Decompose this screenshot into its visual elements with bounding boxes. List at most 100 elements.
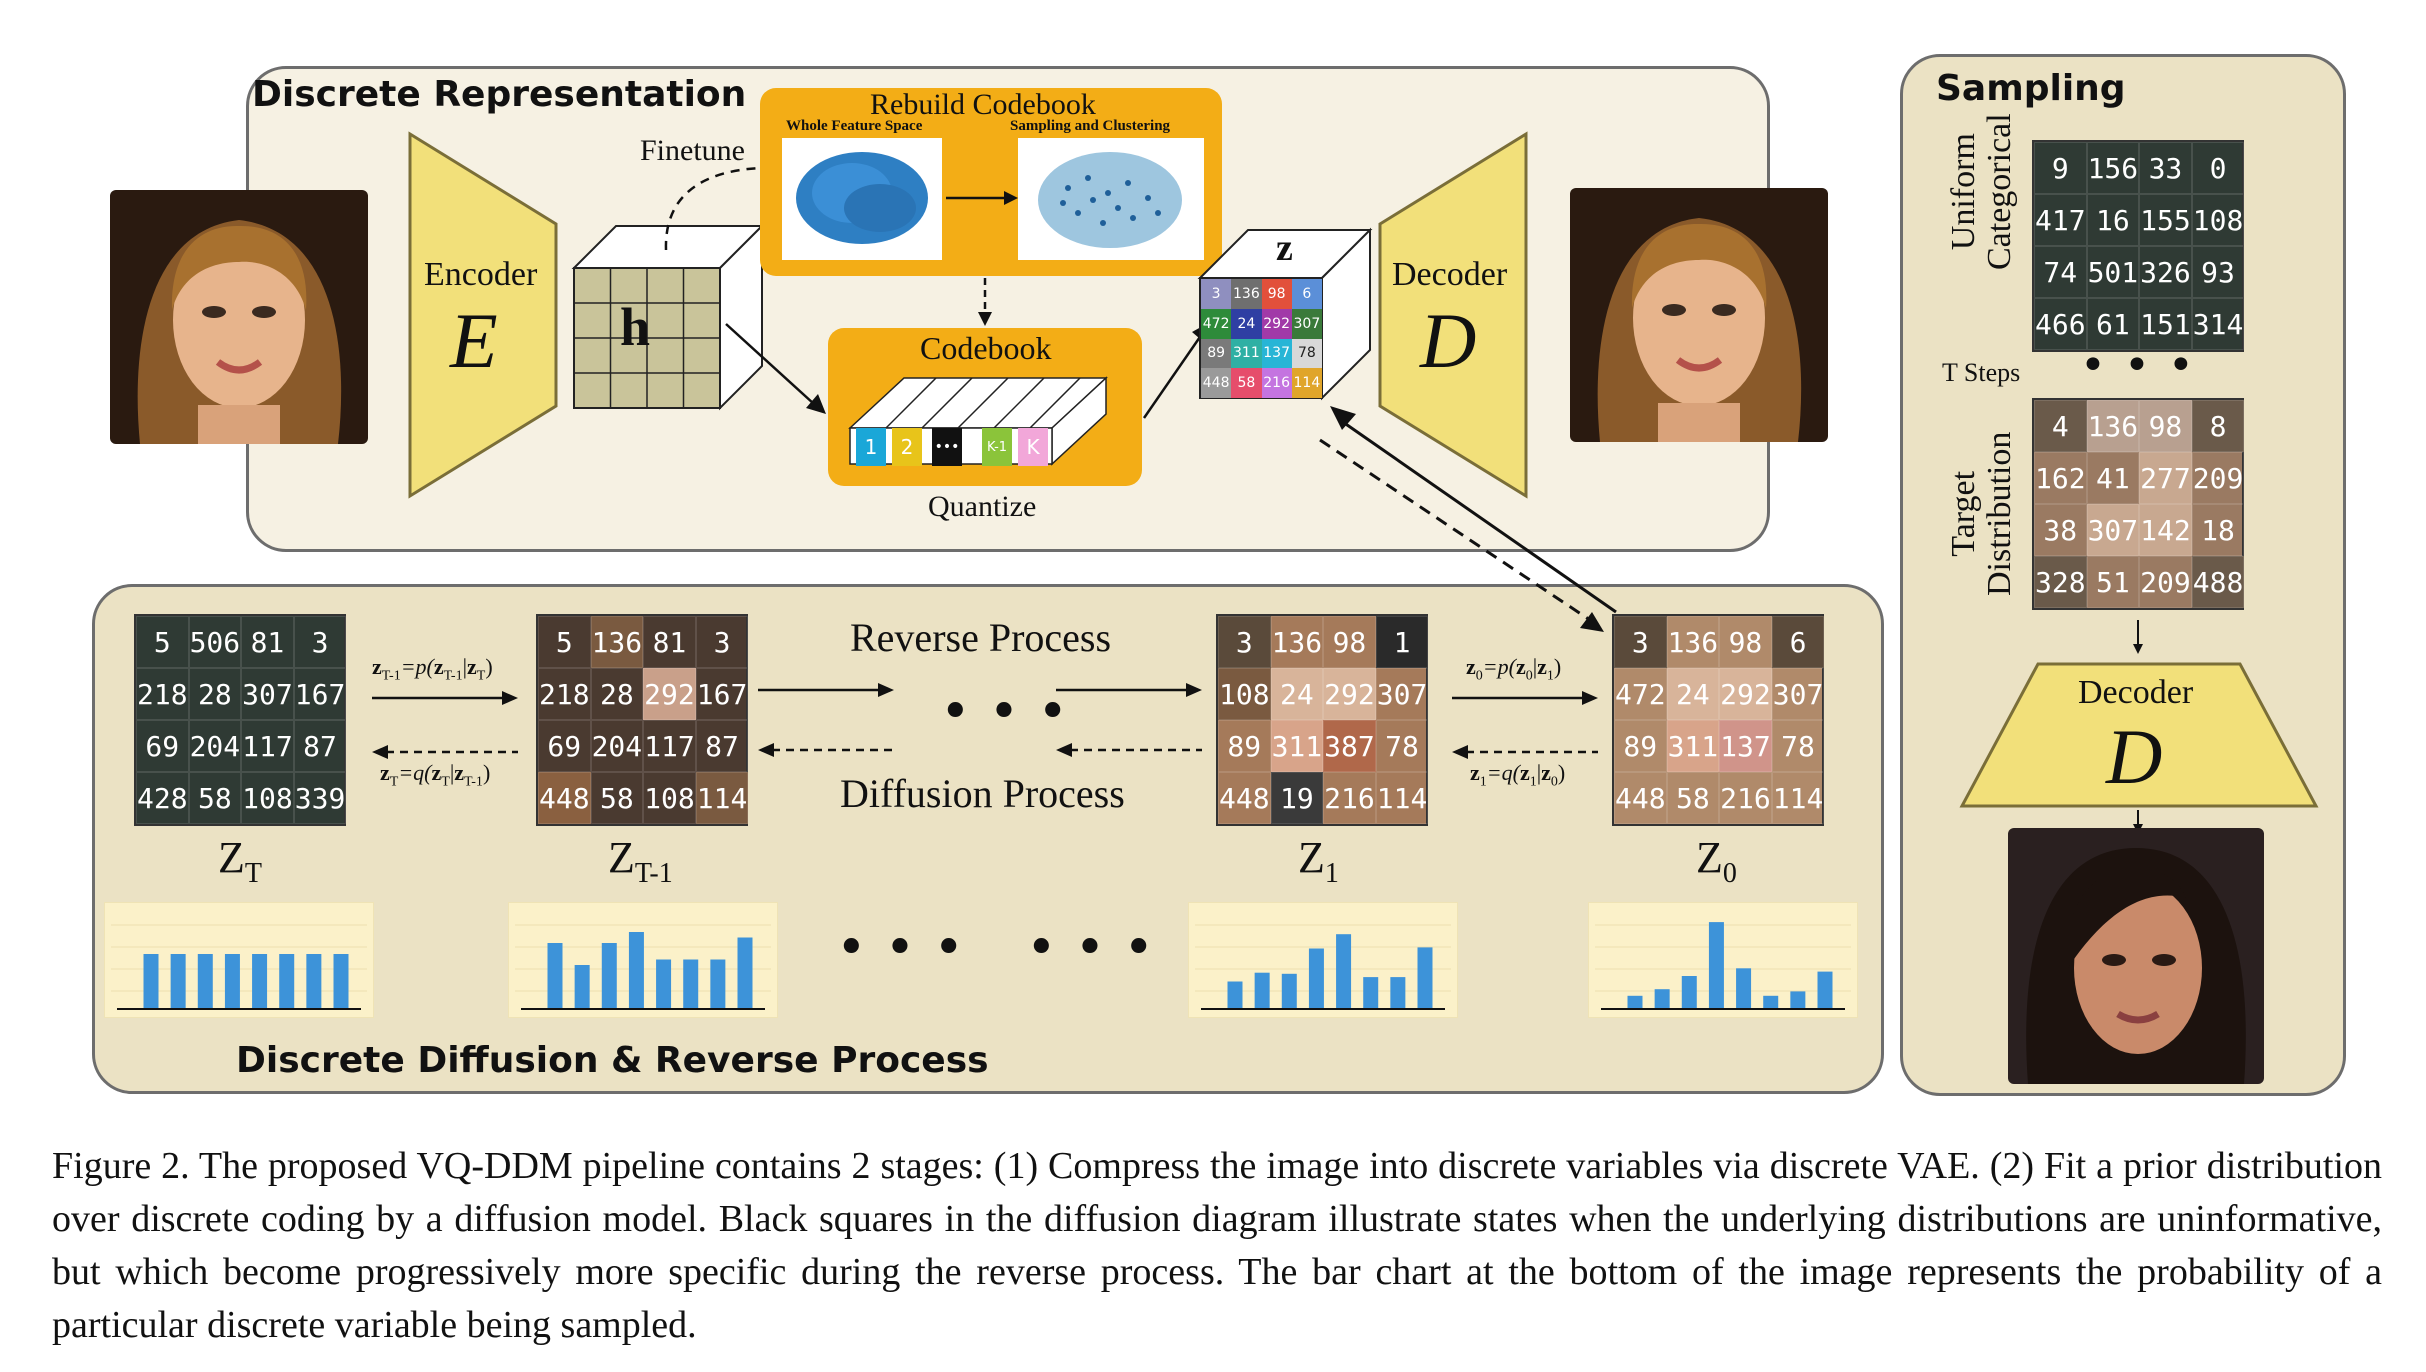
grid-cell: 69 <box>136 720 189 772</box>
grid-cell: 277 <box>2139 452 2192 504</box>
z-cell: 292 <box>1261 308 1292 339</box>
eq-r2-b: z <box>1537 654 1547 679</box>
probability-bar <box>1308 948 1324 1009</box>
arrow-diffusion-2 <box>1452 745 1598 759</box>
grid-cell: 108 <box>241 772 294 824</box>
arrow-diffusion-1 <box>372 745 518 759</box>
grid-cell: 93 <box>2191 246 2245 298</box>
diffusion-process-label: Diffusion Process <box>840 771 1125 816</box>
finetune-arrow <box>664 160 770 251</box>
equation-diffusion-2: z1=q(z1|z0) <box>1470 760 1565 790</box>
grid-cell: 0 <box>2191 142 2245 194</box>
sampling-title: Sampling <box>1936 68 2126 109</box>
probability-bar <box>683 959 699 1009</box>
target-to-decoder-arrow <box>2133 620 2143 654</box>
probability-bar <box>1654 989 1670 1009</box>
grid-cell: 142 <box>2139 504 2192 556</box>
probability-bar <box>1763 995 1779 1009</box>
z-0-label-sub: 0 <box>1722 857 1737 889</box>
z-cell: 78 <box>1291 338 1322 369</box>
probability-bar <box>306 954 322 1009</box>
rebuild-codebook-title: Rebuild Codebook <box>870 88 1096 121</box>
probability-bar <box>252 954 268 1009</box>
grid-cell: 314 <box>2191 298 2245 350</box>
codebook-token-1: 1 <box>856 428 886 466</box>
z-t-1-label-main: Z <box>608 833 635 882</box>
grid-cell: 98 <box>2139 400 2192 452</box>
grid-cell: 117 <box>643 720 696 772</box>
eq-r1-b-sub: T <box>476 668 486 684</box>
eq-r1-a: z <box>433 654 444 679</box>
probability-bar <box>628 932 644 1009</box>
grid-cell: 117 <box>241 720 294 772</box>
z-t-label-main: Z <box>218 833 245 882</box>
decoder-symbol: D <box>1420 297 1477 384</box>
sampling-clustering-scatter <box>1018 138 1204 260</box>
probability-bar <box>737 937 753 1009</box>
grid-cell: 488 <box>2191 556 2245 608</box>
z-cell: 311 <box>1231 338 1262 369</box>
grid-cell: 136 <box>1270 616 1324 668</box>
grid-cell: 428 <box>136 772 189 824</box>
uniform-categorical-label: Uniform Categorical <box>1945 113 2018 270</box>
grid-cell: 209 <box>2191 452 2245 504</box>
z-1-grid: 3 136 98 1 108 24 292 307 89 311 387 78 … <box>1216 614 1429 826</box>
grid-cell: 307 <box>1771 668 1825 720</box>
grid-cell: 292 <box>1323 668 1376 720</box>
grid-cell: 307 <box>1375 668 1429 720</box>
grid-cell: 216 <box>1719 772 1772 824</box>
grid-cell: 136 <box>590 616 644 668</box>
grid-cell: 3 <box>293 616 347 668</box>
h-symbol: h <box>620 297 651 357</box>
grid-cell: 292 <box>1719 668 1772 720</box>
grid-cell: 28 <box>188 668 242 720</box>
grid-cell: 18 <box>2191 504 2245 556</box>
grid-cell: 3 <box>1218 616 1271 668</box>
grid-cell: 16 <box>2086 194 2140 246</box>
probability-bar <box>1254 972 1270 1009</box>
grid-cell: 167 <box>695 668 749 720</box>
eq-d1-a: z <box>431 760 442 785</box>
z-cell: 136 <box>1231 279 1262 309</box>
grid-cell: 114 <box>695 772 749 824</box>
z-0-label: Z0 <box>1696 832 1737 890</box>
eq-d2-b: z <box>1541 760 1551 785</box>
grid-cell: 218 <box>538 668 591 720</box>
probability-bar <box>224 954 240 1009</box>
grid-cell: 307 <box>2086 504 2140 556</box>
probability-bar <box>1817 971 1833 1009</box>
grid-cell: 1 <box>1375 616 1429 668</box>
target-label: Target <box>1945 470 1982 557</box>
t-steps-label: T Steps <box>1942 358 2021 387</box>
codebook-title: Codebook <box>920 330 1052 366</box>
eq-d1-bar: | <box>449 760 455 785</box>
target-grid: 4 136 98 8 162 41 277 209 38 307 142 18 … <box>2032 398 2245 610</box>
grid-cell: 339 <box>293 772 347 824</box>
probability-bar <box>1227 981 1243 1009</box>
decoder-label: Decoder <box>1392 256 1508 293</box>
grid-cell: 5 <box>136 616 189 668</box>
grid-cell: 33 <box>2139 142 2192 194</box>
target-distribution-label: Target Distribution <box>1945 432 2018 596</box>
z-0-grid: 3 136 98 6 472 24 292 307 89 311 137 78 … <box>1612 614 1825 826</box>
codebook-token-k: K <box>1018 428 1048 466</box>
diffusion-panel <box>92 584 1884 1094</box>
grid-cell: 501 <box>2086 246 2140 298</box>
eq-d1-a-sub: T <box>441 774 450 790</box>
eq-r1-lhs-sub: T-1 <box>381 668 401 684</box>
eq-d2-fn: =q( <box>1486 760 1520 785</box>
eq-d1-lhs: z <box>380 760 390 785</box>
grid-cell: 162 <box>2034 452 2087 504</box>
eq-r2-lhs: z <box>1466 654 1476 679</box>
equation-reverse-1: zT-1=p(zT-1|zT) <box>372 654 493 684</box>
eq-d1-lhs-sub: T <box>389 774 399 790</box>
grid-cell: 136 <box>1666 616 1720 668</box>
quantize-label: Quantize <box>928 490 1037 523</box>
grid-cell: 19 <box>1270 772 1324 824</box>
eq-d1-end: ) <box>482 760 491 785</box>
arrow-reverse-middle-right <box>1056 683 1202 697</box>
eq-r2-end: ) <box>1553 654 1562 679</box>
bar-chart-zt-1 <box>508 902 778 1018</box>
grid-cell: 167 <box>293 668 347 720</box>
arrow-rebuild <box>946 191 1018 205</box>
